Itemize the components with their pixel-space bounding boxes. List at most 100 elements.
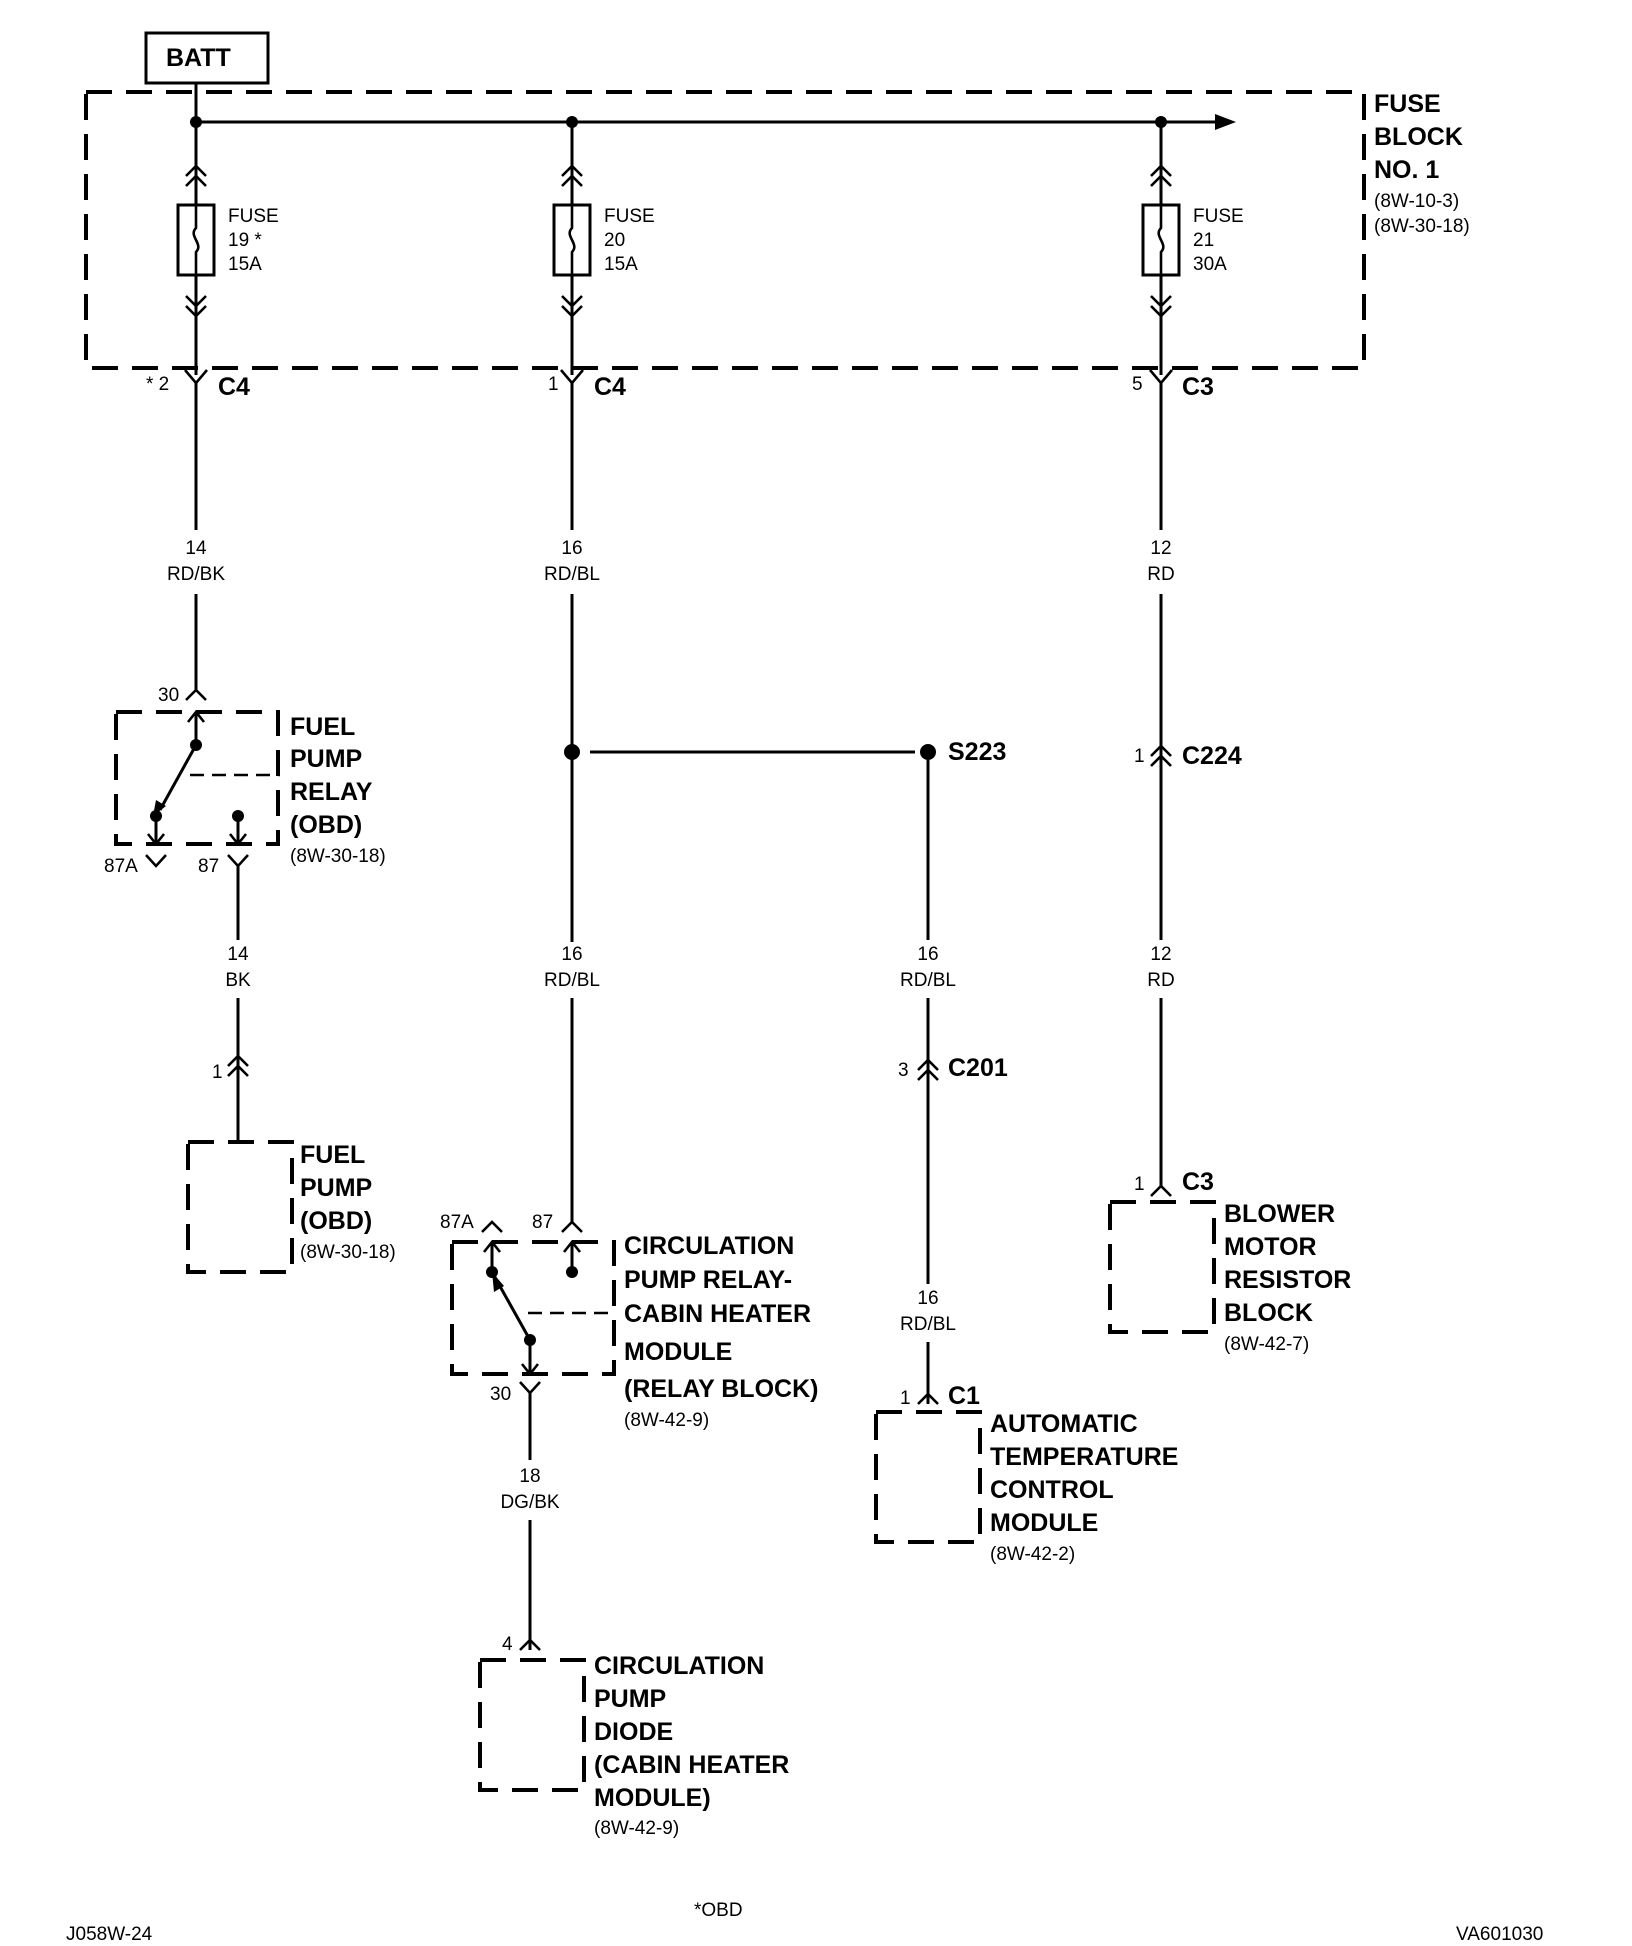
svg-text:C3: C3 xyxy=(1182,1168,1214,1196)
svg-text:MOTOR: MOTOR xyxy=(1224,1233,1317,1261)
svg-text:15A: 15A xyxy=(604,254,638,275)
wire-label-12-rd-top: 12 RD xyxy=(1147,538,1174,585)
svg-text:PUMP RELAY-: PUMP RELAY- xyxy=(624,1266,792,1294)
footer-left-code: J058W-24 xyxy=(66,1924,153,1945)
svg-text:BLOCK: BLOCK xyxy=(1224,1299,1313,1327)
svg-text:1: 1 xyxy=(212,1062,223,1083)
wire-label-16-rdbl-branch: 16 RD/BL xyxy=(900,944,956,991)
connector-c1: 1 C1 xyxy=(900,1382,980,1410)
svg-text:MODULE): MODULE) xyxy=(594,1784,711,1812)
connector-c201: 3 C201 xyxy=(898,1054,1008,1082)
svg-text:CIRCULATION: CIRCULATION xyxy=(624,1232,794,1260)
svg-text:3: 3 xyxy=(898,1060,909,1081)
svg-text:FUEL: FUEL xyxy=(290,713,355,741)
svg-text:14: 14 xyxy=(227,944,249,965)
wire-label-14-rdbk: 14 RD/BK xyxy=(167,538,225,585)
svg-text:(8W-10-3): (8W-10-3) xyxy=(1374,191,1459,212)
svg-text:MODULE: MODULE xyxy=(990,1509,1098,1537)
svg-text:C3: C3 xyxy=(1182,373,1214,401)
automatic-temperature-control-module: AUTOMATIC TEMPERATURE CONTROL MODULE (8W… xyxy=(874,1410,1178,1565)
wire-label-14-bk: 14 BK xyxy=(225,944,251,991)
wire-label-12-rd-bottom: 12 RD xyxy=(1147,944,1174,991)
connector-c4-mid: 1 C4 xyxy=(548,369,626,401)
svg-text:FUEL: FUEL xyxy=(300,1141,365,1169)
svg-text:TEMPERATURE: TEMPERATURE xyxy=(990,1443,1178,1471)
wire-label-16-rdbl-lower: 16 RD/BL xyxy=(900,1288,956,1335)
svg-text:CONTROL: CONTROL xyxy=(990,1476,1114,1504)
svg-text:19 *: 19 * xyxy=(228,230,262,251)
svg-text:BK: BK xyxy=(225,970,251,991)
svg-text:RD/BL: RD/BL xyxy=(544,564,600,585)
svg-text:* 2: * 2 xyxy=(146,374,169,395)
svg-text:87A: 87A xyxy=(440,1212,474,1233)
svg-text:(OBD): (OBD) xyxy=(300,1207,372,1235)
svg-text:(OBD): (OBD) xyxy=(290,811,362,839)
connector-c224: 1 C224 xyxy=(1134,742,1242,770)
svg-text:14: 14 xyxy=(185,538,207,559)
svg-text:CABIN HEATER: CABIN HEATER xyxy=(624,1300,811,1328)
svg-text:C224: C224 xyxy=(1182,742,1242,770)
svg-text:C1: C1 xyxy=(948,1382,980,1410)
connector-c4-left: * 2 C4 xyxy=(146,369,250,401)
svg-text:DIODE: DIODE xyxy=(594,1718,673,1746)
svg-text:16: 16 xyxy=(561,538,582,559)
fuse-block-outline xyxy=(84,90,1366,370)
svg-text:AUTOMATIC: AUTOMATIC xyxy=(990,1410,1138,1438)
svg-text:(8W-42-7): (8W-42-7) xyxy=(1224,1334,1309,1355)
svg-text:PUMP: PUMP xyxy=(300,1174,372,1202)
svg-text:1: 1 xyxy=(1134,746,1145,767)
svg-text:C4: C4 xyxy=(218,373,250,401)
svg-text:20: 20 xyxy=(604,230,625,251)
svg-text:(CABIN HEATER: (CABIN HEATER xyxy=(594,1751,789,1779)
svg-text:(8W-42-9): (8W-42-9) xyxy=(594,1818,679,1839)
svg-text:(8W-30-18): (8W-30-18) xyxy=(300,1242,396,1263)
svg-text:RD/BK: RD/BK xyxy=(167,564,225,585)
svg-text:5: 5 xyxy=(1132,374,1143,395)
svg-text:BLOCK: BLOCK xyxy=(1374,123,1463,151)
svg-text:(8W-30-18): (8W-30-18) xyxy=(290,846,386,867)
footer-right-code: VA601030 xyxy=(1456,1924,1543,1945)
svg-text:1: 1 xyxy=(548,374,559,395)
svg-text:RESISTOR: RESISTOR xyxy=(1224,1266,1351,1294)
svg-text:16: 16 xyxy=(561,944,582,965)
svg-text:RD/BL: RD/BL xyxy=(900,970,956,991)
svg-text:16: 16 xyxy=(917,1288,938,1309)
svg-text:15A: 15A xyxy=(228,254,262,275)
svg-text:MODULE: MODULE xyxy=(624,1338,732,1366)
connector-c3-blower: 1 C3 xyxy=(1134,1168,1214,1197)
wire-label-18-dgbk: 18 DG/BK xyxy=(500,1466,559,1513)
fuse-19: FUSE 19 * 15A xyxy=(176,122,279,375)
svg-text:16: 16 xyxy=(917,944,938,965)
svg-text:1: 1 xyxy=(900,1388,911,1409)
svg-text:30: 30 xyxy=(158,685,179,706)
bus-arrow xyxy=(1215,114,1236,130)
fuse-block-label: FUSE BLOCK NO. 1 (8W-10-3) (8W-30-18) xyxy=(1374,90,1470,237)
svg-text:21: 21 xyxy=(1193,230,1214,251)
svg-text:C4: C4 xyxy=(594,373,626,401)
svg-text:(8W-30-18): (8W-30-18) xyxy=(1374,216,1470,237)
svg-text:BLOWER: BLOWER xyxy=(1224,1200,1335,1228)
batt-box xyxy=(144,31,270,85)
svg-text:RD/BL: RD/BL xyxy=(900,1314,956,1335)
blower-motor-resistor-block: BLOWER MOTOR RESISTOR BLOCK (8W-42-7) xyxy=(1108,1200,1351,1355)
wire-label-16-rdbl-mid: 16 RD/BL xyxy=(544,944,600,991)
svg-text:C201: C201 xyxy=(948,1054,1008,1082)
svg-text:87: 87 xyxy=(532,1212,553,1233)
svg-text:FUSE: FUSE xyxy=(1193,206,1244,227)
footer-obd-note: *OBD xyxy=(694,1900,743,1921)
circulation-pump-relay: CIRCULATION PUMP RELAY- CABIN HEATER MOD… xyxy=(450,1232,818,1431)
svg-text:CIRCULATION: CIRCULATION xyxy=(594,1652,764,1680)
svg-text:PUMP: PUMP xyxy=(290,745,362,773)
svg-text:RD: RD xyxy=(1147,564,1174,585)
svg-text:FUSE: FUSE xyxy=(228,206,279,227)
svg-text:12: 12 xyxy=(1150,944,1171,965)
svg-text:FUSE: FUSE xyxy=(604,206,655,227)
svg-text:(RELAY BLOCK): (RELAY BLOCK) xyxy=(624,1375,818,1403)
fuse-20: FUSE 20 15A xyxy=(552,122,655,375)
svg-text:12: 12 xyxy=(1150,538,1171,559)
svg-text:DG/BK: DG/BK xyxy=(500,1492,559,1513)
fuel-pump-relay: FUEL PUMP RELAY (OBD) (8W-30-18) xyxy=(114,709,386,867)
fuel-pump: FUEL PUMP (OBD) (8W-30-18) xyxy=(186,1140,396,1274)
svg-text:RD/BL: RD/BL xyxy=(544,970,600,991)
